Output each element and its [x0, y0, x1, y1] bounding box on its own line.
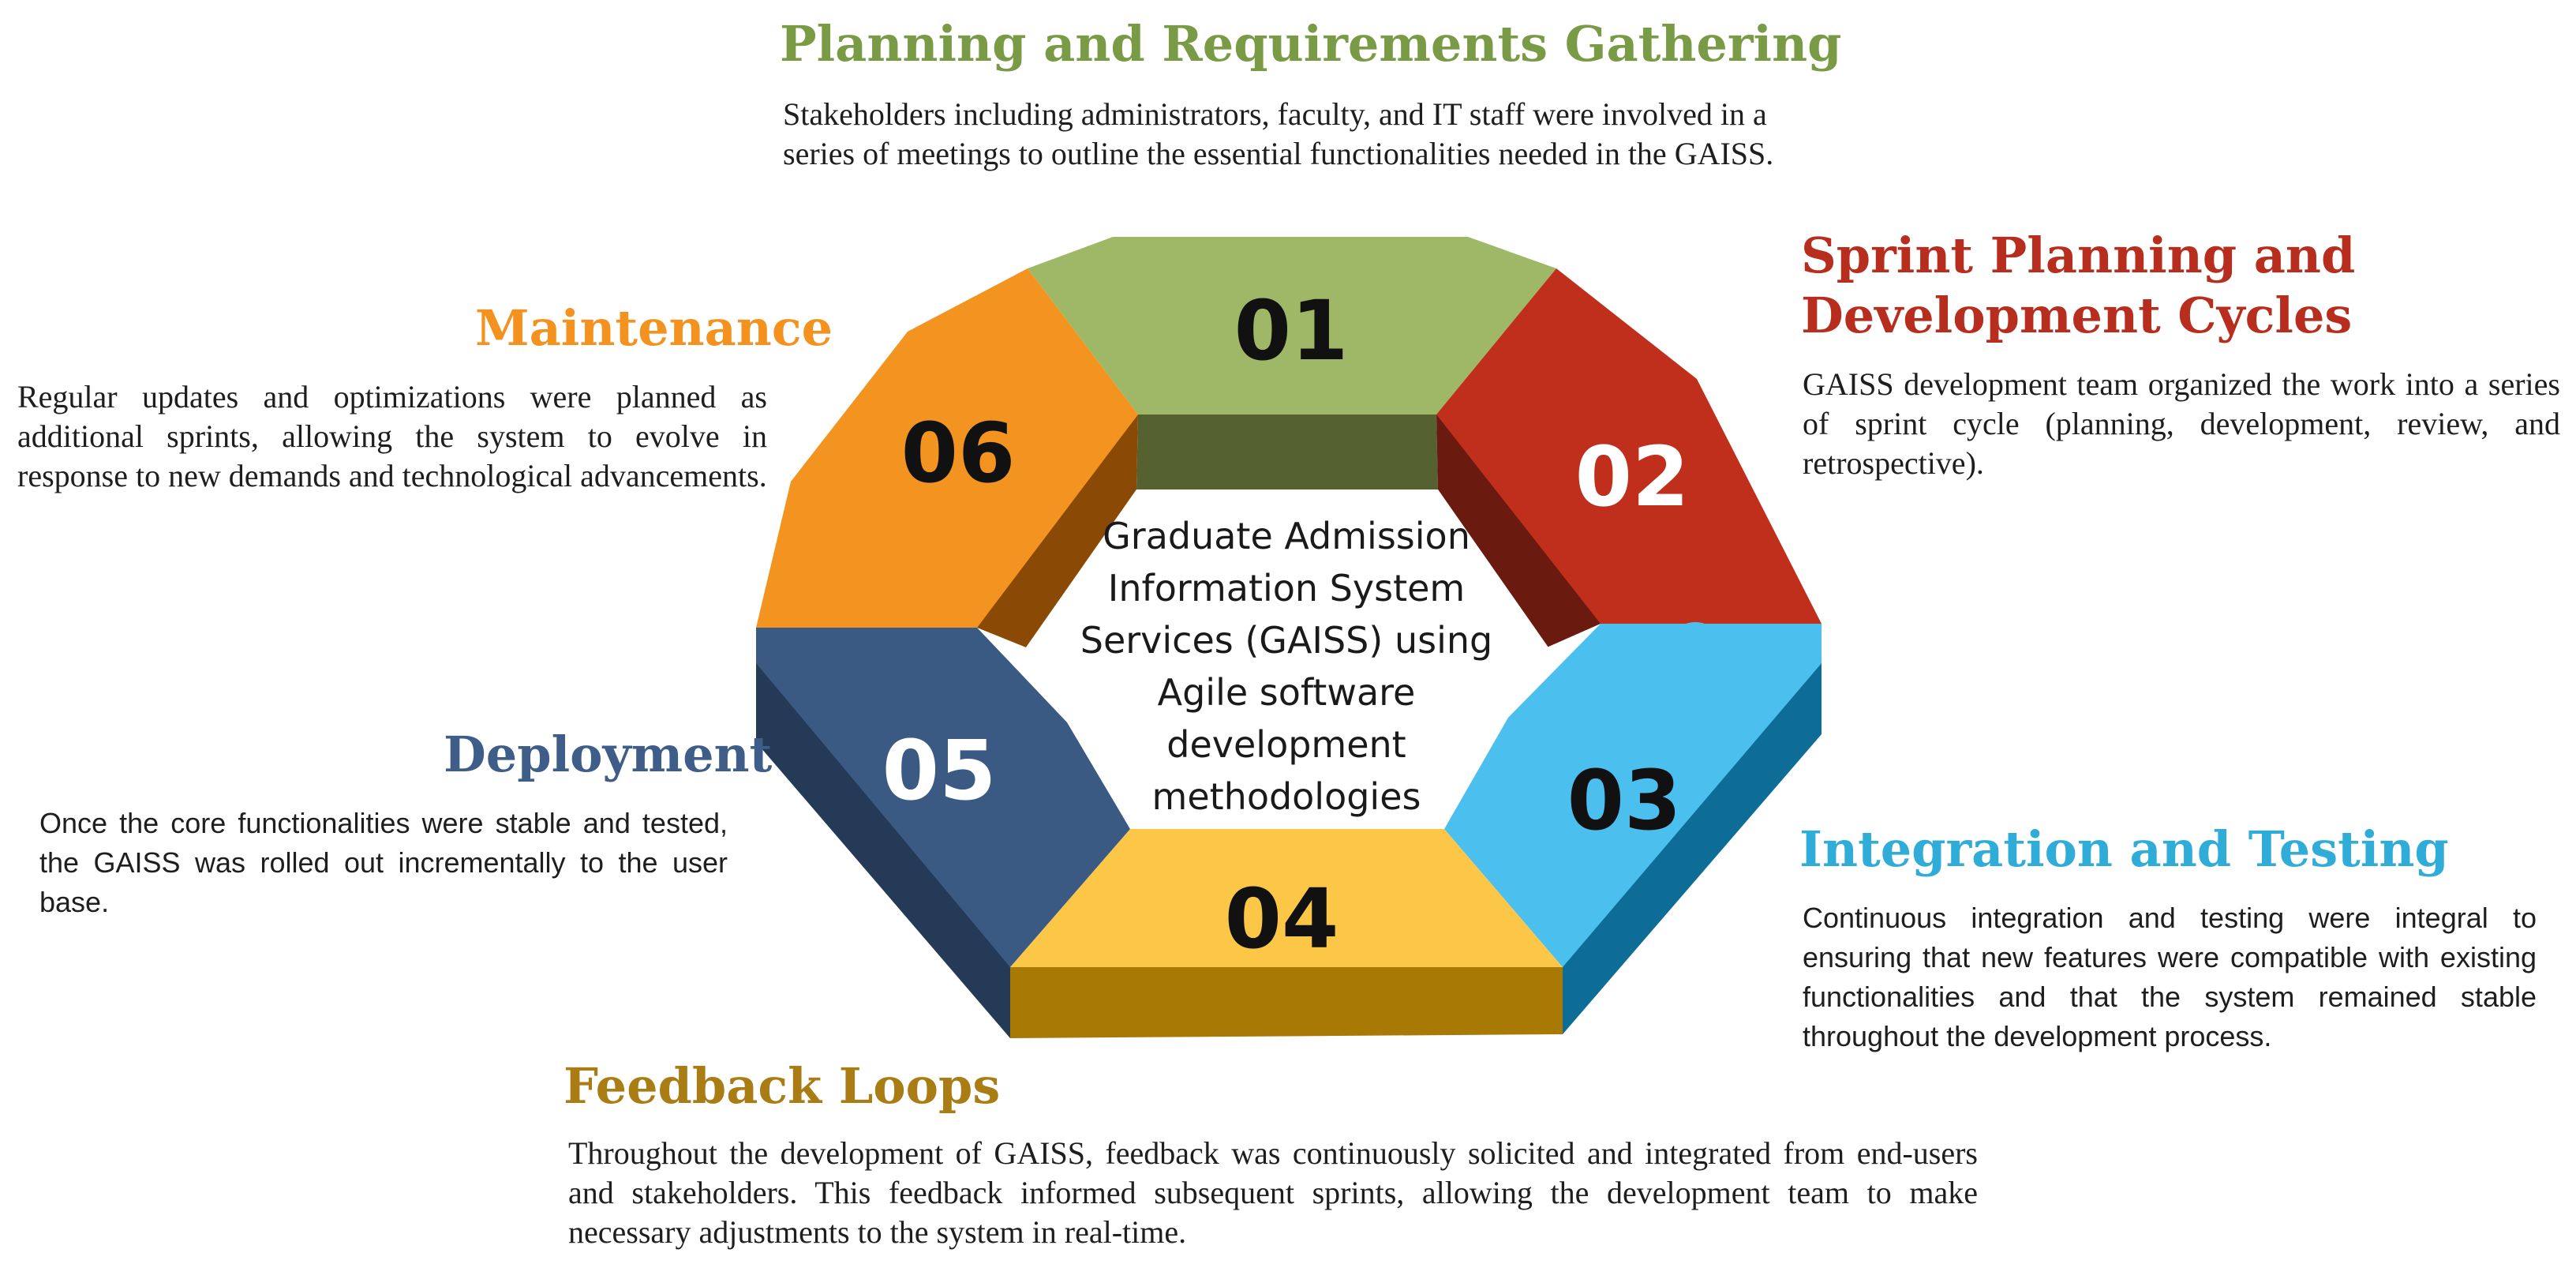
inner-wall-step2 — [1436, 414, 1601, 647]
center-line-5: development — [1166, 723, 1406, 766]
step1-description: Stakeholders including administrators, f… — [783, 96, 1774, 171]
center-line-6: methodologies — [1152, 775, 1421, 818]
step5-title: Deployment — [444, 726, 773, 783]
piece-step6[interactable] — [756, 268, 1138, 628]
knob-5-4 — [1013, 838, 1067, 892]
knob-6-5 — [849, 565, 906, 622]
step5-description: Once the core functionalities were stabl… — [39, 807, 728, 918]
step2-description: GAISS development team organized the wor… — [1803, 366, 2560, 481]
center-line-3: Services (GAISS) using — [1080, 619, 1492, 662]
center-hub — [1026, 489, 1548, 829]
step3-description: Continuous integration and testing were … — [1803, 902, 2537, 1052]
knob-1-6 — [1110, 306, 1163, 360]
knob-2-1 — [1500, 336, 1556, 393]
piece-step3[interactable] — [1444, 624, 1822, 967]
step-number-04: 04 — [1225, 871, 1339, 967]
side-wall-step4 — [1010, 967, 1563, 1038]
inner-wall-step1 — [1136, 414, 1438, 489]
knob-3-2 — [1665, 622, 1725, 682]
step-number-02: 02 — [1575, 429, 1690, 525]
step-number-01: 01 — [1234, 283, 1349, 379]
step6-title: Maintenance — [475, 299, 833, 357]
step-number-03: 03 — [1567, 752, 1682, 849]
step-number-06: 06 — [901, 405, 1016, 501]
piece-step1[interactable] — [1028, 237, 1556, 414]
step2-title-line1: Sprint Planning and — [1801, 227, 2356, 284]
center-line-2: Information System — [1108, 567, 1465, 609]
piece-step4[interactable] — [1010, 829, 1563, 967]
inner-wall-step6 — [977, 414, 1138, 647]
step6-description: Regular updates and optimizations were p… — [17, 379, 767, 493]
step3-title: Integration and Testing — [1799, 820, 2449, 878]
step4-title: Feedback Loops — [564, 1057, 1001, 1115]
step-number-05: 05 — [882, 722, 997, 819]
step4-description: Throughout the development of GAISS, fee… — [568, 1135, 1978, 1250]
knob-4-3 — [1427, 881, 1481, 935]
step1-title: Planning and Requirements Gathering — [780, 15, 1842, 73]
step2-title-line2: Development Cycles — [1801, 287, 2353, 344]
center-line-1: Graduate Admission — [1103, 515, 1470, 557]
center-line-4: Agile software — [1158, 671, 1416, 714]
